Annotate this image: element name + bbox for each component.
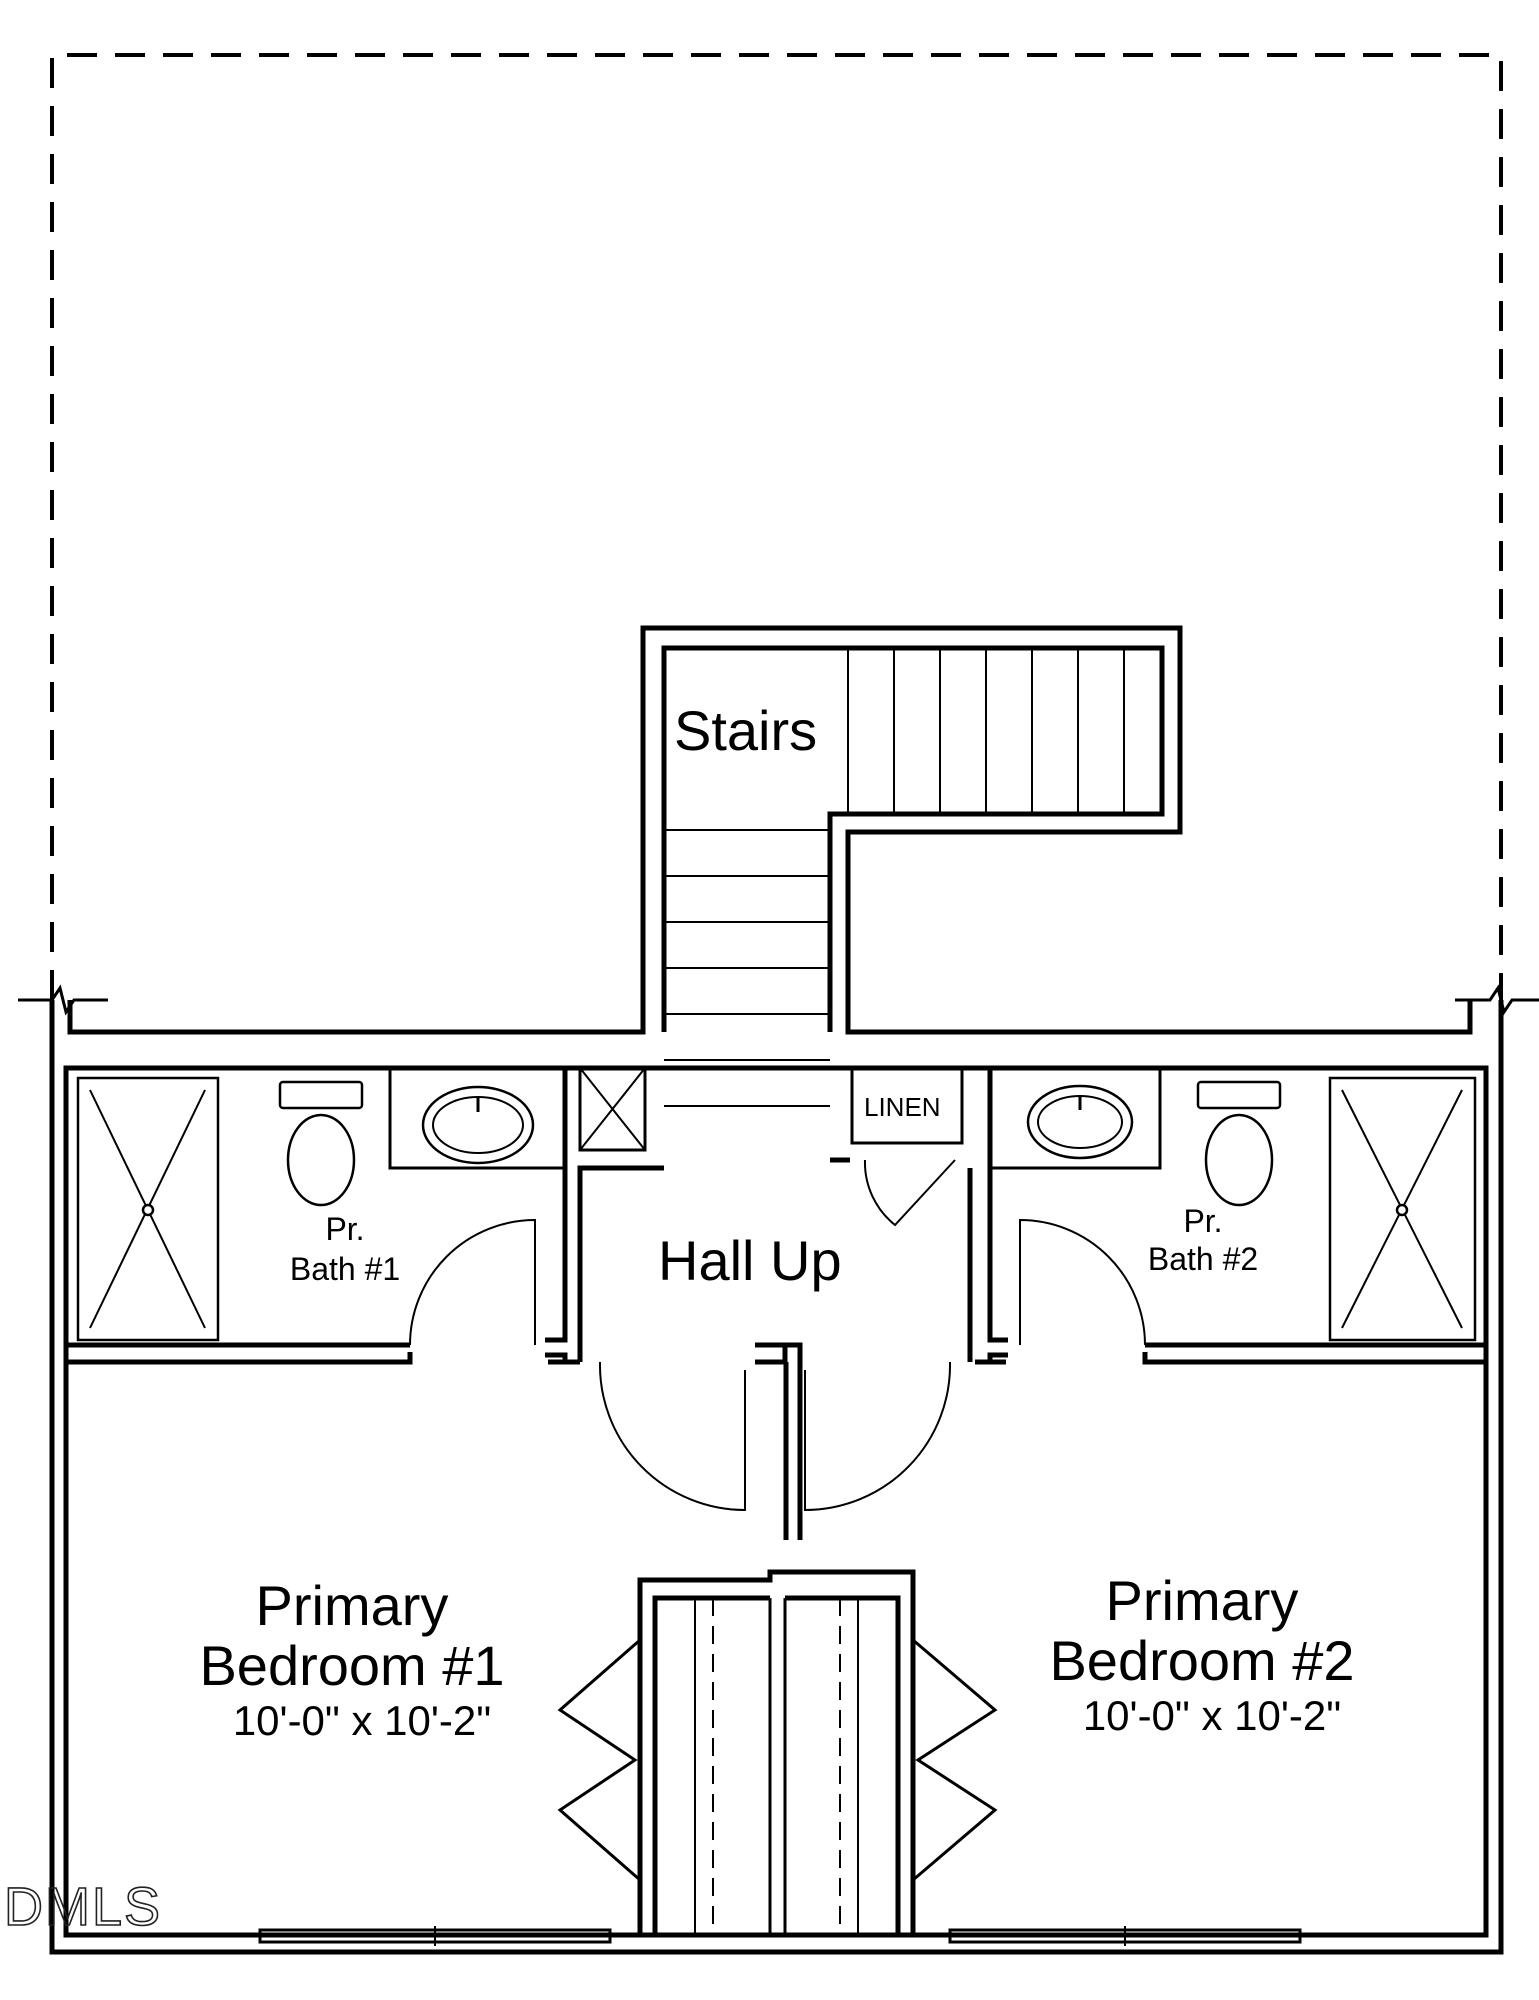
bath1-label-line1: Pr.	[325, 1211, 364, 1247]
bedroom2-label-line1: Primary	[1106, 1569, 1299, 1632]
bedroom2-label-line2: Bedroom #2	[1049, 1629, 1354, 1692]
sink-2	[1026, 1084, 1134, 1160]
toilet-tank-1	[278, 1080, 364, 1110]
hall-label: Hall Up	[658, 1229, 842, 1292]
bath1-label-line2: Bath #1	[290, 1251, 400, 1287]
bedroom1-label-line2: Bedroom #1	[199, 1634, 504, 1697]
sink-1	[421, 1085, 535, 1165]
dmls-watermark: DMLS	[4, 1877, 162, 1937]
closets	[557, 1569, 998, 1935]
bedroom2-dimensions: 10'-0" x 10'-2"	[1083, 1692, 1341, 1739]
bath2-fixtures	[1026, 1076, 1477, 1342]
door-swings	[409, 1159, 1146, 1512]
wall-break-markers	[18, 984, 1539, 1016]
bedroom1-label-line1: Primary	[256, 1574, 449, 1637]
bedroom1-dimensions: 10'-0" x 10'-2"	[233, 1697, 491, 1744]
toilet-bowl-1	[286, 1113, 356, 1207]
bath1-fixtures	[76, 1076, 535, 1342]
linen-label: LINEN	[864, 1092, 941, 1122]
toilet-bowl-2	[1204, 1113, 1274, 1207]
hall-walls	[560, 1157, 990, 1540]
stairs-label: Stairs	[674, 699, 817, 762]
windows	[258, 1926, 1302, 1946]
bath1-walls	[63, 1065, 647, 1365]
open-area-dashed-outline	[50, 53, 1503, 1000]
toilet-tank-2	[1196, 1080, 1282, 1110]
bath2-walls	[850, 1065, 1489, 1365]
stair-treads	[664, 648, 1125, 1107]
bath2-label-line1: Pr.	[1183, 1203, 1222, 1239]
bath2-label-line2: Bath #2	[1148, 1241, 1258, 1277]
